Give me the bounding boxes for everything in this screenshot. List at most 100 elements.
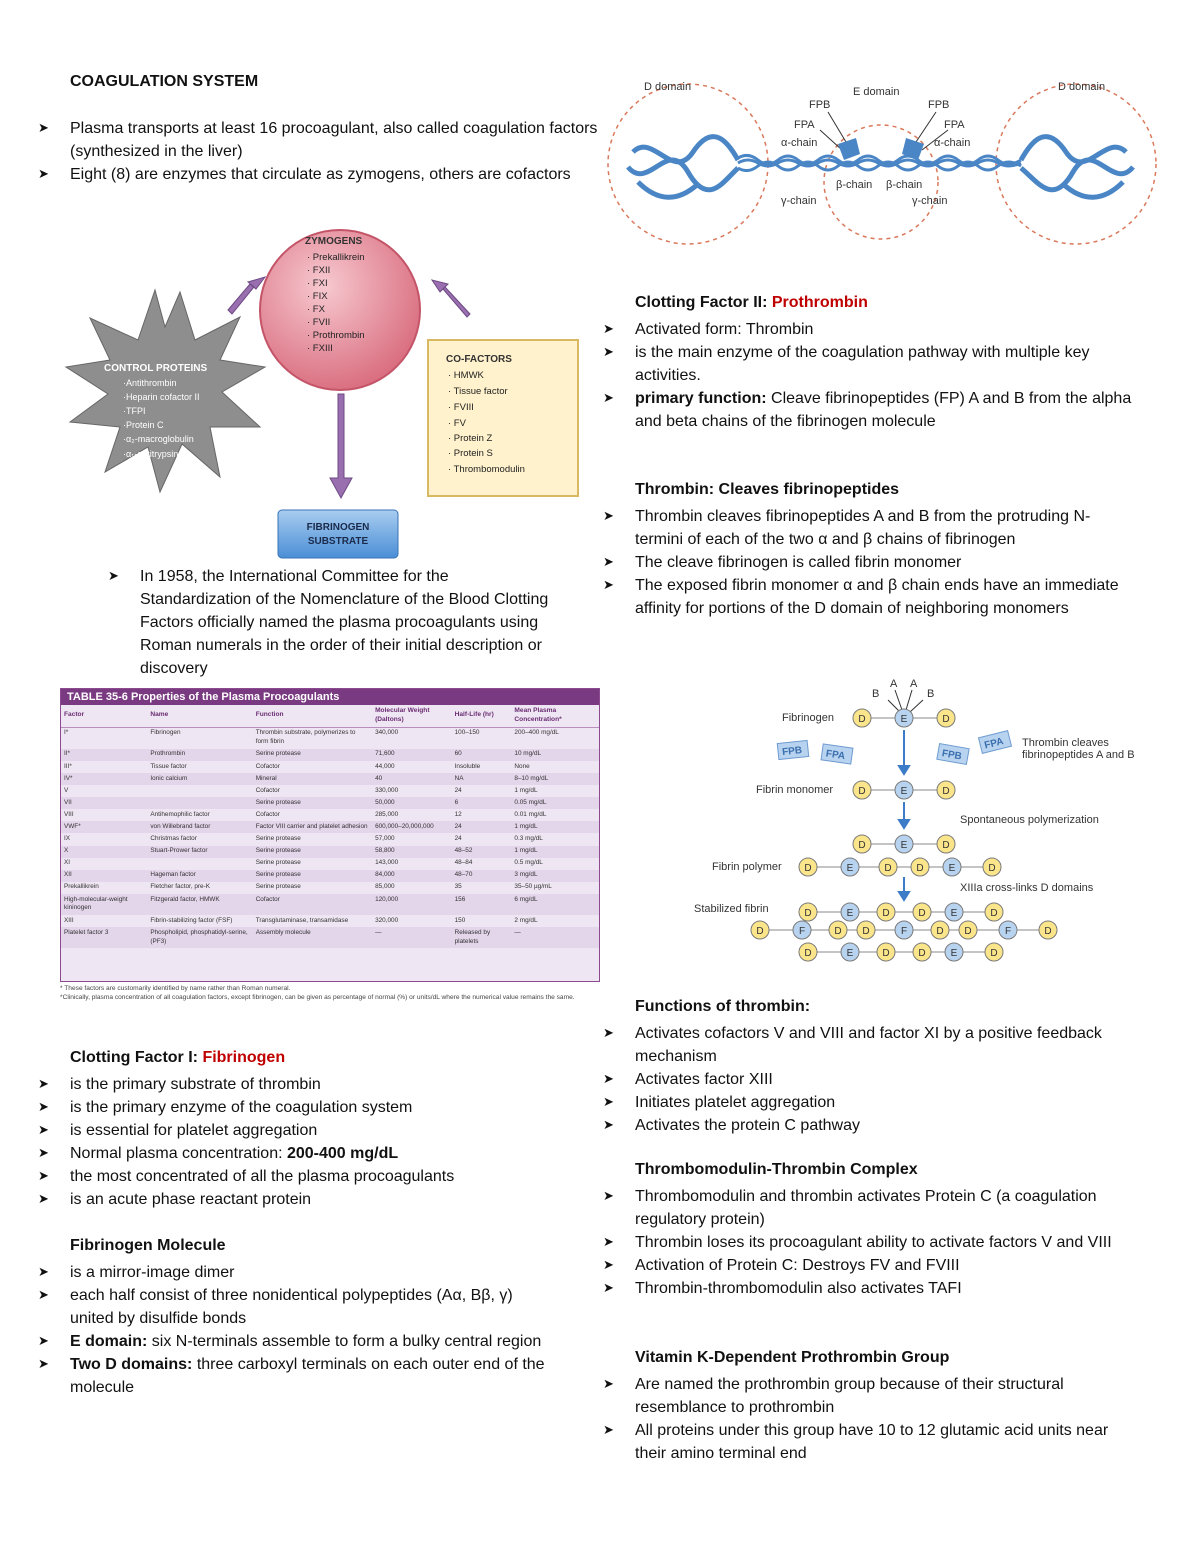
coagulation-factors-diagram: ZYMOGENS · Prekallikrein · FXII · FXI · …: [64, 229, 579, 559]
cleaves-label-2: fibrinopeptides A and B: [1022, 749, 1135, 761]
domain-node: [852, 708, 872, 728]
table-cell: 48–84: [454, 859, 473, 867]
control-protein-label: ·TFPI: [123, 406, 146, 416]
vitk-section: Vitamin K-Dependent Prothrombin Group Ar…: [603, 1346, 1135, 1465]
list-item: each half consist of three nonidentical …: [0, 1284, 550, 1330]
table-cell: Fletcher factor, pre-K: [150, 883, 210, 891]
domain-node-label: D: [990, 948, 997, 959]
column-header: Molecular Weight (Daltons): [372, 705, 452, 728]
zymogen-label: · Prekallikrein: [307, 252, 365, 263]
table-cell: V: [64, 786, 69, 794]
table-cell: Fitzgerald factor, HMWK: [147, 893, 253, 915]
column-header: Function: [252, 705, 373, 728]
list-item: Activates cofactors V and VIII and facto…: [565, 1022, 1135, 1068]
domain-node-label: D: [918, 908, 925, 919]
arrow-icon: [897, 730, 911, 902]
table-cell: [147, 858, 252, 870]
cleave-section: Thrombin: Cleaves fibrinopeptides Thromb…: [603, 478, 1135, 620]
table-cell: 340,000: [375, 729, 399, 737]
list-item: is a mirror-image dimer: [0, 1261, 550, 1284]
domain-node-label: F: [799, 926, 805, 937]
fibrinogen-domains-diagram: D domain E domain D domain FPB FPA α-cha…: [607, 81, 1157, 245]
domain-node: [944, 902, 964, 922]
list-item: is the primary substrate of thrombin: [0, 1073, 590, 1096]
domain-node: [930, 920, 950, 940]
domain-node: [876, 942, 896, 962]
d-domain-label: D domain: [1058, 81, 1105, 93]
table-cell: Cofactor: [255, 762, 280, 770]
domain-node-label: D: [918, 948, 925, 959]
table-cell: NA: [451, 773, 512, 786]
domain-node-label: D: [1044, 926, 1051, 937]
table-cell: 58,800: [372, 845, 452, 858]
table-cell: 330,000: [375, 786, 399, 794]
list-item: The cleave fibrinogen is called fibrin m…: [565, 551, 1135, 574]
domain-node-label: E: [951, 908, 958, 919]
cofactor-label: · Protein Z: [448, 433, 493, 444]
list-item: is essential for platelet aggregation: [0, 1119, 590, 1142]
table-cell: 50,000: [372, 797, 452, 810]
primary-function-text: Cleave fibrinopeptides (FP) A and B from…: [635, 390, 1132, 430]
domain-node-label: D: [964, 926, 971, 937]
factor2-section: Clotting Factor II: Prothrombin Activate…: [603, 291, 1135, 433]
substrate-box: [277, 509, 399, 559]
table-cell: VWF*: [61, 821, 148, 834]
control-protein-label: ·α₁-antitrypsin: [123, 449, 178, 459]
table-cell: Serine protease: [252, 845, 373, 858]
table-cell: I*: [64, 729, 69, 737]
cofactor-label: · Thrombomodulin: [448, 464, 525, 475]
domain-node-label: E: [847, 863, 854, 874]
domain-node: [936, 708, 956, 728]
table-cell: 320,000: [375, 916, 399, 924]
cofactors-title: CO-FACTORS: [446, 354, 512, 365]
control-protein-label: ·ZPI: [123, 472, 140, 482]
list-item: Initiates platelet aggregation: [565, 1091, 1135, 1114]
domain-node: [852, 834, 872, 854]
gamma-chain-label: γ-chain: [781, 195, 816, 207]
zymogens-title: ZYMOGENS: [305, 236, 363, 247]
table-cell: Factor VIII carrier and platelet adhesio…: [252, 821, 373, 834]
domain-node-label: D: [862, 926, 869, 937]
domain-node-label: D: [804, 948, 811, 959]
table-cell: Tissue factor: [150, 762, 187, 770]
domain-node: [984, 902, 1004, 922]
domain-node-label: D: [942, 786, 949, 797]
table-cell: Platelet factor 3: [61, 927, 148, 949]
table-cell: VII: [61, 797, 148, 810]
domain-node-label: D: [882, 948, 889, 959]
e-domain-text: six N-terminals assemble to form a bulky…: [147, 1333, 542, 1350]
domain-node: [1038, 920, 1058, 940]
list-item: Are named the prothrombin group because …: [565, 1373, 1135, 1419]
section-heading: Functions of thrombin:: [635, 998, 811, 1015]
conc-prefix: Normal plasma concentration:: [70, 1145, 287, 1162]
table-cell: 3 mg/dL: [511, 869, 599, 882]
domain-node: [876, 902, 896, 922]
conc-value: 200-400 mg/dL: [286, 1145, 399, 1162]
cofactor-label: · Tissue factor: [448, 386, 508, 397]
table-cell: IX: [64, 835, 71, 843]
table-cell: 84,000: [372, 869, 452, 882]
domain-node: [894, 920, 914, 940]
heading-prefix: Clotting Factor I:: [70, 1049, 203, 1066]
table-cell: —: [511, 927, 599, 949]
table-cell: 24: [454, 786, 462, 794]
domain-node: [910, 857, 930, 877]
domain-node: [912, 902, 932, 922]
table-cell: 85,000: [375, 883, 395, 891]
b-label: B: [927, 688, 934, 700]
domain-node: [912, 942, 932, 962]
table-cell: Serine protease: [255, 859, 301, 867]
d-domain-text: three carboxyl terminals on each outer e…: [70, 1356, 545, 1396]
list-item: is an acute phase reactant protein: [0, 1188, 590, 1211]
domain-node: [798, 942, 818, 962]
domain-node-label: E: [949, 863, 956, 874]
table-cell: None: [514, 762, 530, 770]
domain-node-label: D: [804, 908, 811, 919]
table-cell: 143,000: [375, 859, 399, 867]
section-heading: Clotting Factor II: Prothrombin: [635, 291, 1135, 314]
fibrin-polymerization-diagram: Fibrinogen Thrombin cleaves fibrinopepti…: [694, 678, 1135, 962]
